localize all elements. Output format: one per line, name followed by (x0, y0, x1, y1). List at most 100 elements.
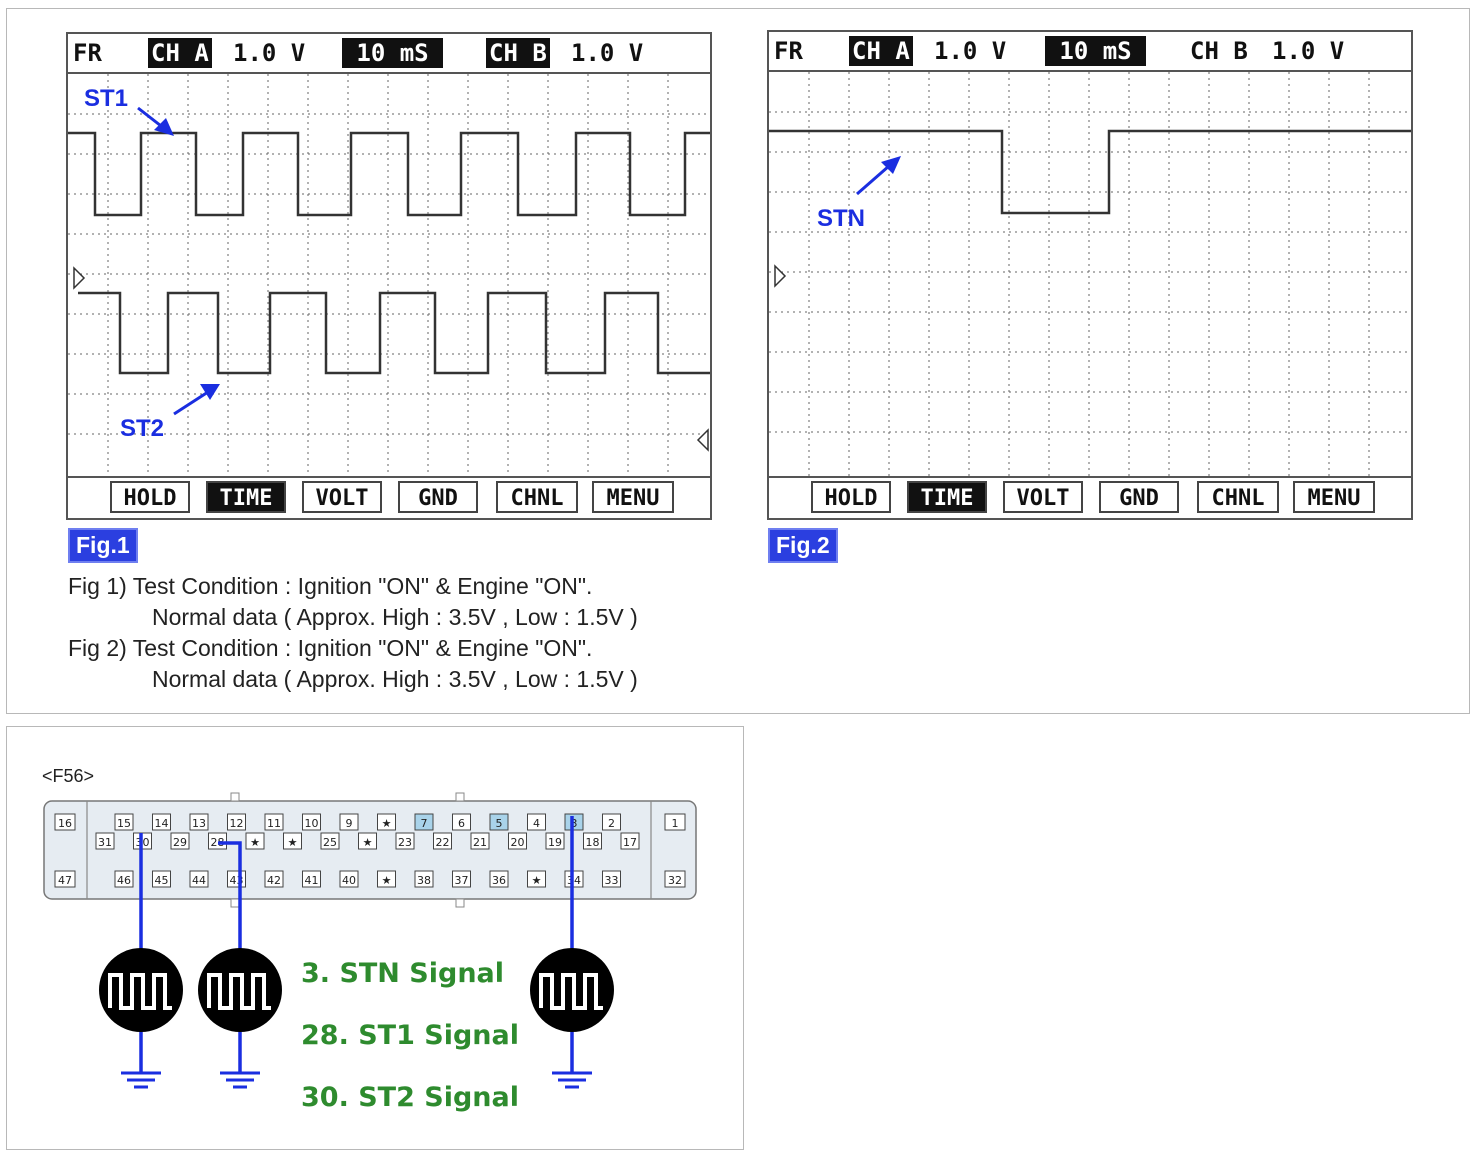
pin-top-13: 2 (602, 813, 621, 831)
pin-bot-0: 46 (114, 870, 134, 888)
scope-fig1: FR CH A 1.0 V 10 mS CH B 1.0 V ST1 ST2 H… (66, 32, 712, 520)
signal-symbol-pin3 (530, 948, 614, 1032)
pin-bot-6: 40 (339, 870, 359, 888)
pin-bot-1: 45 (152, 870, 171, 888)
svg-text:34: 34 (567, 874, 581, 887)
pin-mid-12: 19 (545, 832, 565, 850)
pin-bot-11: ★ (527, 870, 546, 888)
pin-top-11: 4 (527, 813, 546, 831)
time-scale: 10 mS (1045, 36, 1146, 66)
svg-text:40: 40 (342, 874, 356, 887)
svg-text:9: 9 (346, 817, 353, 830)
trigger-marker-left (73, 266, 86, 290)
svg-text:18: 18 (586, 836, 600, 849)
svg-text:2: 2 (608, 817, 615, 830)
signal-symbol-pin28 (198, 948, 282, 1032)
fig2-label: Fig.2 (768, 528, 838, 563)
time-button[interactable]: TIME (206, 481, 286, 513)
pin-top-12: 3 (564, 813, 584, 831)
pin-top-10: 5 (489, 813, 509, 831)
svg-text:7: 7 (421, 817, 428, 830)
svg-text:16: 16 (58, 817, 72, 830)
pin-top-0: 15 (114, 813, 134, 831)
scope-screen: STN (769, 72, 1411, 478)
svg-text:13: 13 (192, 817, 206, 830)
pin-top-7: ★ (377, 813, 396, 831)
hold-button[interactable]: HOLD (811, 481, 891, 513)
pin-top-8: 7 (414, 813, 434, 831)
gnd-button[interactable]: GND (398, 481, 478, 513)
pin-32: 32 (664, 870, 686, 888)
svg-text:17: 17 (623, 836, 637, 849)
svg-text:14: 14 (155, 817, 169, 830)
volt-button[interactable]: VOLT (1003, 481, 1083, 513)
st1-waveform (68, 131, 710, 217)
menu-button[interactable]: MENU (1293, 481, 1375, 513)
pin-1: 1 (664, 813, 686, 831)
svg-text:21: 21 (473, 836, 487, 849)
ch-a-label: CH A (849, 36, 913, 66)
stn-arrowhead (881, 156, 901, 174)
pin-mid-8: 23 (395, 832, 415, 850)
svg-text:19: 19 (548, 836, 562, 849)
st1-arrowhead (154, 118, 174, 136)
pin-bot-10: 36 (489, 870, 509, 888)
ch-b-scale: 1.0 V (1272, 37, 1345, 65)
menu-bar: HOLD TIME VOLT GND CHNL MENU (68, 476, 710, 518)
time-scale: 10 mS (342, 38, 443, 68)
svg-text:★: ★ (363, 836, 373, 849)
svg-text:28: 28 (211, 836, 225, 849)
signal-label-st2: 30. ST2 Signal (301, 1082, 519, 1113)
svg-text:4: 4 (533, 817, 540, 830)
fig1-label: Fig.1 (68, 528, 138, 563)
ch-b-label: CH B (486, 38, 550, 68)
trigger-marker-left (774, 264, 787, 288)
svg-text:25: 25 (323, 836, 337, 849)
stn-waveform (769, 129, 1411, 215)
mode-label: FR (73, 39, 102, 67)
pin-bot-12: 34 (564, 870, 584, 888)
trigger-marker-right (696, 428, 709, 452)
volt-button[interactable]: VOLT (302, 481, 382, 513)
chnl-button[interactable]: CHNL (1197, 481, 1279, 513)
svg-text:29: 29 (173, 836, 187, 849)
scope-screen: ST1 ST2 (68, 74, 710, 478)
pin-mid-13: 18 (583, 832, 602, 850)
ground-symbols (121, 1071, 592, 1089)
note-fig2-condition: Fig 2) Test Condition : Ignition "ON" & … (68, 635, 593, 661)
pin-top-9: 6 (452, 813, 471, 831)
svg-text:33: 33 (605, 874, 619, 887)
ch-b-label: CH B (1190, 37, 1248, 65)
svg-text:23: 23 (398, 836, 412, 849)
chnl-button[interactable]: CHNL (496, 481, 578, 513)
scope-fig2: FR CH A 1.0 V 10 mS CH B 1.0 V STN HOLD … (767, 30, 1413, 520)
menu-button[interactable]: MENU (592, 481, 674, 513)
scope-header: FR CH A 1.0 V 10 mS CH B 1.0 V (769, 32, 1411, 72)
gnd-button[interactable]: GND (1099, 481, 1179, 513)
pin-16: 16 (54, 813, 76, 831)
signal-label-stn: 3. STN Signal (301, 958, 504, 989)
pin-mid-5: ★ (283, 832, 302, 850)
pin-mid-9: 22 (433, 832, 452, 850)
svg-text:45: 45 (155, 874, 169, 887)
svg-text:12: 12 (230, 817, 244, 830)
scope-header: FR CH A 1.0 V 10 mS CH B 1.0 V (68, 34, 710, 74)
connector-name: <F56> (42, 766, 94, 786)
time-button[interactable]: TIME (907, 481, 987, 513)
note-fig2-normal: Normal data ( Approx. High : 3.5V , Low … (152, 666, 638, 692)
pin-bot-8: 38 (414, 870, 434, 888)
svg-text:10: 10 (305, 817, 319, 830)
st2-annotation: ST2 (120, 415, 164, 442)
svg-text:11: 11 (267, 817, 281, 830)
svg-text:46: 46 (117, 874, 131, 887)
stn-annotation: STN (817, 205, 865, 232)
pin-bot-13: 33 (602, 870, 621, 888)
svg-text:★: ★ (288, 836, 298, 849)
pin-top-4: 11 (264, 813, 284, 831)
pin-top-3: 12 (227, 813, 246, 831)
svg-text:15: 15 (117, 817, 131, 830)
hold-button[interactable]: HOLD (110, 481, 190, 513)
pin-47: 47 (54, 870, 76, 888)
svg-text:44: 44 (192, 874, 206, 887)
pin-bot-7: ★ (377, 870, 396, 888)
